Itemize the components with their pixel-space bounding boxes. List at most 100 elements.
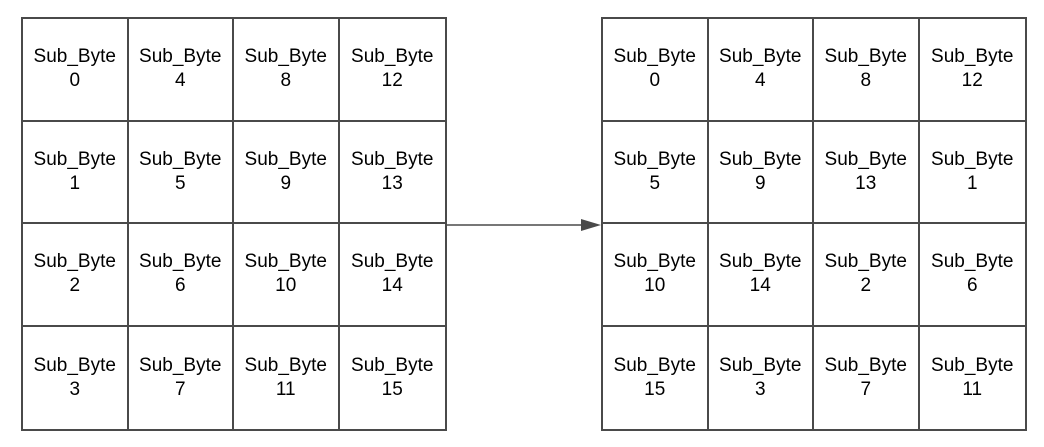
cell-index: 13 bbox=[855, 172, 877, 194]
cell-index: 4 bbox=[754, 70, 766, 92]
cell-index: 8 bbox=[860, 70, 872, 92]
cell-label: Sub_Byte bbox=[613, 251, 696, 273]
cell-index: 7 bbox=[860, 378, 872, 400]
cell-label: Sub_Byte bbox=[719, 354, 802, 376]
cell-index: 12 bbox=[381, 70, 403, 92]
cell-index: 0 bbox=[649, 70, 661, 92]
cell-label: Sub_Byte bbox=[824, 354, 907, 376]
cell-label: Sub_Byte bbox=[613, 46, 696, 68]
cell-index: 11 bbox=[962, 378, 983, 400]
shift-arrow bbox=[447, 219, 601, 231]
cell-index: 15 bbox=[644, 378, 666, 400]
cell-index: 9 bbox=[280, 172, 292, 194]
cell-label: Sub_Byte bbox=[351, 148, 434, 170]
cell-label: Sub_Byte bbox=[244, 148, 327, 170]
arrow-head-icon bbox=[581, 219, 601, 231]
cell-label: Sub_Byte bbox=[139, 354, 222, 376]
cell-label: Sub_Byte bbox=[33, 46, 116, 68]
cell-label: Sub_Byte bbox=[613, 148, 696, 170]
cell-index: 5 bbox=[649, 172, 661, 194]
cell-index: 7 bbox=[174, 378, 186, 400]
cell-label: Sub_Byte bbox=[931, 148, 1014, 170]
cell-index: 12 bbox=[961, 70, 983, 92]
cell-index: 3 bbox=[69, 378, 81, 400]
cell-index: 11 bbox=[275, 378, 296, 400]
cell-label: Sub_Byte bbox=[931, 251, 1014, 273]
cell-index: 14 bbox=[381, 275, 403, 297]
cell-label: Sub_Byte bbox=[351, 251, 434, 273]
cell-index: 13 bbox=[381, 172, 403, 194]
cell-index: 10 bbox=[275, 275, 297, 297]
cell-label: Sub_Byte bbox=[33, 148, 116, 170]
cell-index: 9 bbox=[754, 172, 766, 194]
cell-index: 5 bbox=[174, 172, 186, 194]
cell-label: Sub_Byte bbox=[351, 354, 434, 376]
cell-label: Sub_Byte bbox=[351, 46, 434, 68]
cell-index: 1 bbox=[69, 172, 81, 194]
cell-index: 14 bbox=[749, 275, 771, 297]
cell-label: Sub_Byte bbox=[244, 251, 327, 273]
cell-index: 0 bbox=[69, 70, 81, 92]
cell-index: 2 bbox=[860, 275, 872, 297]
cell-index: 3 bbox=[754, 378, 766, 400]
cell-label: Sub_Byte bbox=[139, 46, 222, 68]
cell-label: Sub_Byte bbox=[139, 251, 222, 273]
cell-label: Sub_Byte bbox=[719, 148, 802, 170]
cell-label: Sub_Byte bbox=[33, 354, 116, 376]
cell-index: 6 bbox=[966, 275, 978, 297]
cell-label: Sub_Byte bbox=[931, 46, 1014, 68]
cell-label: Sub_Byte bbox=[139, 148, 222, 170]
cell-index: 4 bbox=[174, 70, 186, 92]
cell-label: Sub_Byte bbox=[244, 46, 327, 68]
cell-label: Sub_Byte bbox=[824, 46, 907, 68]
cell-label: Sub_Byte bbox=[824, 148, 907, 170]
cell-index: 15 bbox=[381, 378, 403, 400]
cell-label: Sub_Byte bbox=[33, 251, 116, 273]
cell-index: 8 bbox=[280, 70, 292, 92]
cell-index: 1 bbox=[966, 172, 978, 194]
cell-label: Sub_Byte bbox=[613, 354, 696, 376]
cell-label: Sub_Byte bbox=[719, 46, 802, 68]
cell-label: Sub_Byte bbox=[931, 354, 1014, 376]
cell-label: Sub_Byte bbox=[824, 251, 907, 273]
cell-index: 6 bbox=[174, 275, 186, 297]
cell-index: 10 bbox=[644, 275, 666, 297]
cell-index: 2 bbox=[69, 275, 81, 297]
cell-label: Sub_Byte bbox=[244, 354, 327, 376]
cell-label: Sub_Byte bbox=[719, 251, 802, 273]
